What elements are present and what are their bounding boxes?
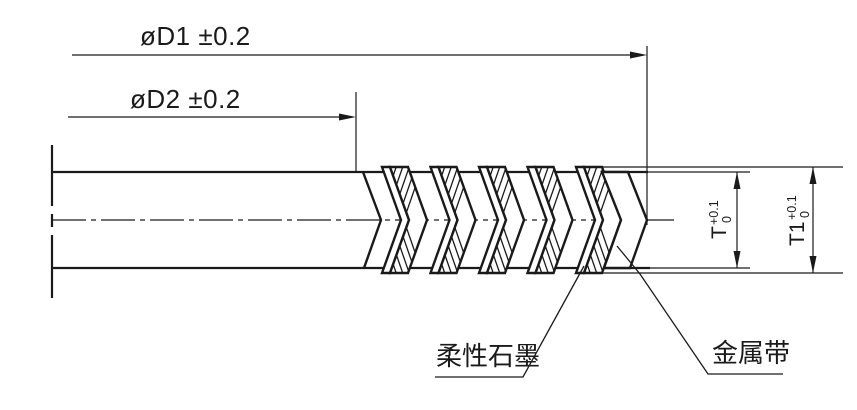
t1-arrow-down bbox=[809, 256, 817, 273]
svg-text:+0.1: +0.1 bbox=[707, 200, 721, 225]
svg-text:+0.1: +0.1 bbox=[785, 195, 799, 220]
svg-text:T: T bbox=[708, 226, 731, 239]
d2-dimension-label: øD2 ±0.2 bbox=[130, 84, 241, 114]
t-arrow-down bbox=[733, 251, 741, 268]
d2-arrow bbox=[339, 113, 356, 121]
graphite-label: 柔性石墨 bbox=[436, 341, 540, 371]
graphite-band bbox=[485, 165, 526, 275]
metal-leader-line bbox=[616, 245, 783, 375]
d1-arrow bbox=[630, 51, 647, 59]
svg-text:0: 0 bbox=[720, 216, 734, 223]
winding-end-band bbox=[600, 170, 649, 270]
t1-arrow-up bbox=[809, 167, 817, 184]
graphite-leader-line bbox=[435, 265, 585, 378]
t1-dimension-label: T1 +0.1 0 bbox=[785, 195, 812, 246]
t-arrow-up bbox=[733, 172, 741, 189]
winding-bands bbox=[361, 165, 649, 275]
graphite-band bbox=[533, 165, 574, 275]
d1-dimension-label: øD1 ±0.2 bbox=[140, 21, 251, 51]
t-dimension-label: T +0.1 0 bbox=[707, 200, 734, 239]
metal-strip-label: 金属带 bbox=[712, 338, 790, 368]
svg-text:0: 0 bbox=[798, 211, 812, 218]
winding-start-edge bbox=[361, 171, 383, 269]
svg-text:T1: T1 bbox=[786, 221, 809, 246]
